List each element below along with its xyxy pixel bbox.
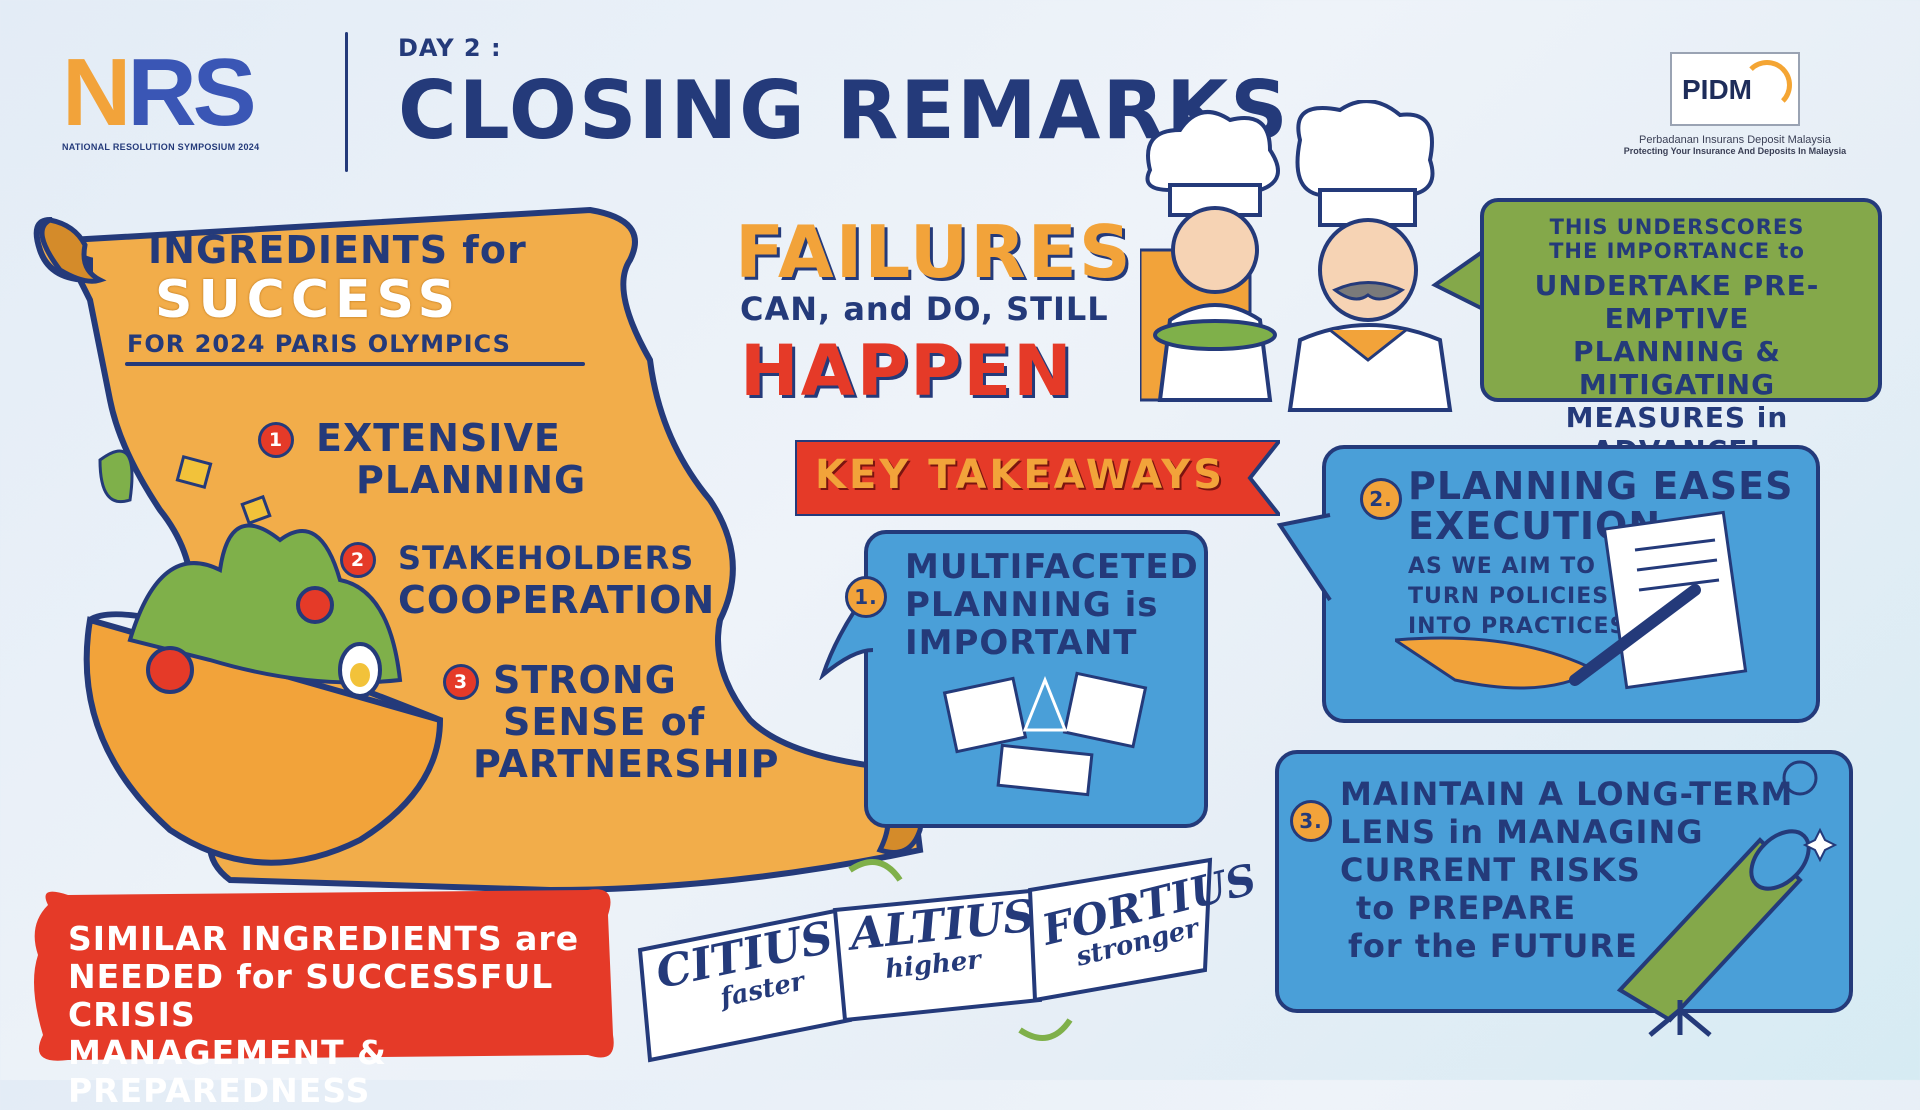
header-divider [345, 32, 348, 172]
failures-line-2: CAN, and DO, STILL [740, 290, 1109, 328]
takeaway-line: CURRENT RISKS [1340, 851, 1641, 889]
takeaway-line: PLANNING EASES [1408, 464, 1794, 508]
underscore-text: THIS UNDERSCORES THE IMPORTANCE to UNDER… [1480, 215, 1874, 467]
takeaway-line: IMPORTANT [905, 623, 1138, 663]
failures-line-1: FAILURES [735, 210, 1133, 294]
similar-line: NEEDED for SUCCESSFUL CRISIS [68, 957, 554, 1034]
takeaway-2-text: PLANNING EASES EXECUTION AS WE AIM TO TU… [1408, 466, 1794, 642]
takeaway-line: to PREPARE [1356, 889, 1577, 927]
takeaway-line: TURN POLICIES [1408, 584, 1610, 609]
ingredient-line: EXTENSIVE [316, 416, 561, 460]
pidm-arc-icon [1742, 60, 1792, 110]
ingredients-success: SUCCESS [155, 270, 462, 330]
takeaway-line: LENS in MANAGING [1340, 813, 1704, 851]
motto-ribbons [637, 857, 1213, 1063]
nrs-logo-rs: RS [127, 39, 256, 146]
day-label: DAY 2 : [398, 34, 502, 62]
ingredient-line: COOPERATION [398, 578, 716, 622]
similar-line: MANAGEMENT & PREPAREDNESS [68, 1033, 387, 1110]
takeaway-line: MAINTAIN A LONG-TERM [1340, 775, 1794, 813]
takeaway-line: INTO PRACTICES [1408, 614, 1627, 639]
takeaway-1-text: MULTIFACETED PLANNING is IMPORTANT [905, 548, 1199, 662]
pidm-name: Perbadanan Insurans Deposit Malaysia [1638, 134, 1831, 146]
ingredient-line: STRONG [493, 658, 677, 702]
takeaway-3-number: 3. [1290, 800, 1332, 842]
underscore-callout [1480, 198, 1882, 402]
chefs-illustration [1140, 100, 1453, 412]
ingredients-title: INGREDIENTS for [148, 228, 527, 272]
underscore-line: THE IMPORTANCE to [1549, 239, 1805, 263]
failures-line-3: HAPPEN [740, 330, 1074, 412]
takeaway-3-text: MAINTAIN A LONG-TERM LENS in MANAGING CU… [1340, 775, 1793, 965]
underscore-line: PLANNING & MITIGATING [1573, 335, 1781, 401]
moustache-icon [1332, 281, 1406, 301]
salad-bowl-icon [83, 449, 444, 866]
ribbon-fortius [1027, 857, 1213, 1003]
green-bubble-tail [1431, 248, 1487, 312]
pidm-logo-text: PIDM [1682, 74, 1752, 105]
takeaway-line: PLANNING is [905, 585, 1159, 625]
scroll-curl-top [39, 217, 107, 284]
takeaway-2-number: 2. [1360, 478, 1402, 520]
nrs-logo-subtitle: NATIONAL RESOLUTION SYMPOSIUM 2024 [62, 142, 260, 152]
chef-face-icon [1171, 206, 1259, 294]
ingredient-line: SENSE of [503, 700, 706, 744]
telescope-icon [1616, 760, 1838, 1037]
ingredients-subtitle: FOR 2024 PARIS OLYMPICS [127, 330, 511, 358]
spilled-dish-icon [1153, 319, 1277, 351]
sparkle-icon [1802, 827, 1838, 863]
page-title: CLOSING REMARKS [398, 64, 1290, 157]
similar-line: SIMILAR INGREDIENTS are [68, 919, 580, 958]
nrs-logo: NRS NATIONAL RESOLUTION SYMPOSIUM 2024 [62, 45, 332, 158]
ingredient-number: 1 [258, 422, 294, 458]
ingredient-line: PLANNING [356, 458, 587, 502]
similar-ingredients-text: SIMILAR INGREDIENTS are NEEDED for SUCCE… [68, 920, 628, 1110]
nrs-logo-n: N [62, 39, 131, 146]
chef-hat-icon [1145, 110, 1280, 192]
chef-hat-icon [1295, 100, 1435, 197]
takeaway-2-tail [1276, 513, 1332, 602]
head-chef-face-icon [1318, 218, 1418, 322]
documents-icon [942, 671, 1148, 797]
pidm-logo: PIDM Perbadanan Insurans Deposit Malaysi… [1620, 52, 1850, 162]
ingredient-number: 3 [443, 664, 479, 700]
pidm-logo-box: PIDM [1670, 52, 1800, 126]
underscore-line: THIS UNDERSCORES [1549, 215, 1805, 239]
laurel-icon [848, 859, 903, 882]
laurel-icon [1018, 1018, 1073, 1041]
ingredient-number: 2 [340, 542, 376, 578]
ingredient-line: PARTNERSHIP [473, 742, 780, 786]
ingredient-line: STAKEHOLDERS [398, 539, 695, 577]
underscore-line: UNDERTAKE PRE-EMPTIVE [1534, 269, 1820, 335]
takeaway-1-number: 1. [845, 576, 887, 618]
policy-document-pen-icon [1395, 510, 1748, 690]
key-takeaways-banner [795, 440, 1280, 516]
takeaway-line: AS WE AIM TO [1408, 554, 1596, 579]
red-splash-callout [34, 889, 614, 1061]
takeaway-line: for the FUTURE [1348, 927, 1638, 965]
ingredients-underline [125, 362, 585, 366]
pidm-tagline: Protecting Your Insurance And Deposits I… [1623, 146, 1847, 156]
key-takeaways-label: KEY TAKEAWAYS [815, 452, 1226, 498]
takeaway-line: MULTIFACETED [905, 547, 1199, 587]
